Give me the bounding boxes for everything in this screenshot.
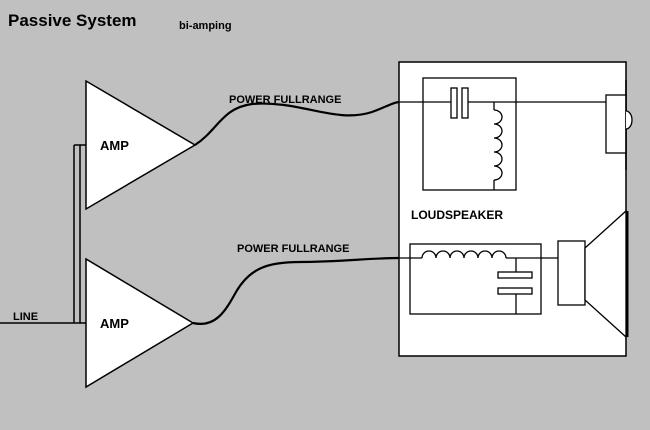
cable-bottom: [192, 256, 401, 326]
capacitor-icon: [450, 87, 469, 119]
woofer-crossover-box: [409, 243, 542, 315]
amp-bottom-label: AMP: [100, 316, 129, 331]
amp-triangle-icon: [85, 79, 197, 211]
tweeter-crossover-box: [422, 77, 517, 191]
diagram-title: Passive System: [8, 11, 137, 30]
loudspeaker-cabinet: [398, 61, 627, 357]
cable-top-label: POWER FULLRANGE: [229, 94, 341, 106]
inductor-coil-icon: [421, 250, 507, 259]
tweeter-crossover: [399, 77, 606, 191]
woofer-magnet: [557, 240, 586, 306]
diagram-subtitle: bi-amping: [179, 20, 232, 32]
inductor-coil-icon: [493, 109, 503, 181]
tweeter-dome-icon: [625, 110, 633, 130]
amp-top: AMP: [85, 79, 197, 211]
line-label: LINE: [13, 311, 38, 323]
cable-top: [194, 100, 401, 146]
amp-bottom: AMP: [85, 257, 195, 389]
amp-triangle-icon: [85, 257, 195, 389]
tweeter: [605, 80, 633, 170]
tweeter-magnet: [605, 94, 627, 154]
woofer: [557, 209, 629, 339]
woofer-crossover: [399, 243, 558, 315]
line-input: [0, 144, 86, 324]
capacitor-icon: [497, 271, 533, 295]
cable-bottom-label: POWER FULLRANGE: [237, 243, 349, 255]
amp-top-label: AMP: [100, 138, 129, 153]
loudspeaker-label: LOUDSPEAKER: [411, 208, 503, 222]
